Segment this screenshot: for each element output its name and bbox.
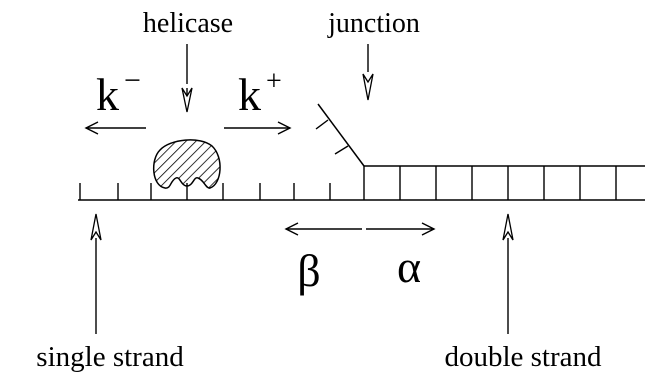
k-plus-label: k + xyxy=(238,66,282,120)
svg-text:+: + xyxy=(266,66,282,97)
double-strand-label: double strand xyxy=(444,341,602,373)
single-strand-label: single strand xyxy=(36,341,184,373)
k-minus-label: k − xyxy=(96,64,141,120)
beta-arrow xyxy=(284,222,362,236)
alpha-label: α xyxy=(397,241,421,292)
svg-text:k: k xyxy=(96,69,119,120)
single-strand-backbone xyxy=(78,183,364,201)
junction-label: junction xyxy=(327,8,420,39)
junction-pointer-arrow xyxy=(362,44,374,101)
beta-label: β xyxy=(297,245,320,296)
helicase-label: helicase xyxy=(143,8,233,39)
helicase-pointer-arrow xyxy=(181,44,193,113)
double-strand-ladder xyxy=(363,165,645,201)
helicase-shape xyxy=(153,139,221,189)
displaced-strand xyxy=(315,103,365,167)
k-minus-arrow xyxy=(84,121,146,135)
k-plus-arrow xyxy=(224,121,292,135)
alpha-arrow xyxy=(366,222,436,236)
svg-text:−: − xyxy=(124,64,141,97)
svg-text:k: k xyxy=(238,69,261,120)
single-strand-pointer-arrow xyxy=(90,213,102,334)
double-strand-pointer-arrow xyxy=(502,213,514,334)
